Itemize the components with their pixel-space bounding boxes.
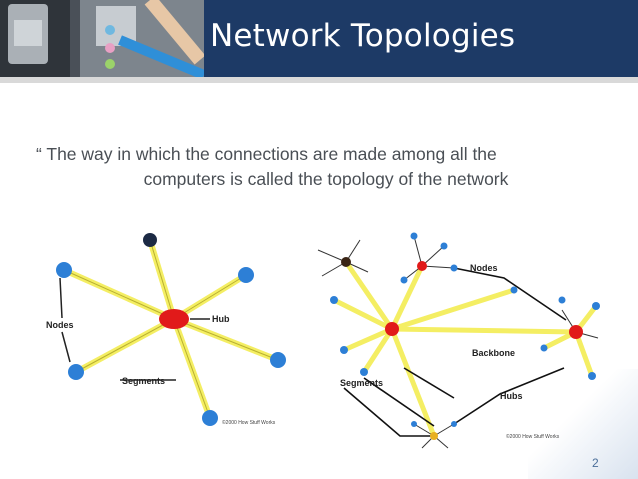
page-number: 2 xyxy=(592,456,599,470)
title-bar xyxy=(204,0,638,77)
segment-line xyxy=(343,259,395,332)
node xyxy=(340,346,348,354)
callout-lines xyxy=(59,277,210,381)
segment-line xyxy=(341,326,395,353)
node xyxy=(202,410,218,426)
quote-line-2: computers is called the topology of the … xyxy=(143,169,509,189)
hub xyxy=(430,432,438,440)
segment-line xyxy=(331,297,395,332)
node xyxy=(540,344,548,352)
backbone-line xyxy=(389,326,579,335)
segment-line xyxy=(573,329,595,379)
quote-line-1: “ The way in which the connections are m… xyxy=(36,144,497,164)
nodes-label: Nodes xyxy=(470,263,498,273)
header-divider xyxy=(0,77,638,83)
node xyxy=(68,364,84,380)
node xyxy=(510,286,518,294)
segments-label: Segments xyxy=(340,378,383,388)
mesh-nodes xyxy=(330,232,600,427)
network-cable-photo xyxy=(0,0,204,77)
hub xyxy=(341,257,351,267)
image-credit: ©2000 How Stuff Works xyxy=(222,419,276,426)
node xyxy=(238,267,254,283)
star-nodes xyxy=(56,233,286,426)
backbone-topology-diagram: Nodes Backbone Segments Hubs ©2000 How S… xyxy=(317,232,600,449)
node xyxy=(270,352,286,368)
node xyxy=(410,232,418,240)
hub-label: Hub xyxy=(212,314,230,324)
segment-line xyxy=(361,326,395,375)
node xyxy=(360,368,368,376)
mesh-hubs xyxy=(341,257,583,440)
cable-photo-art xyxy=(0,0,204,77)
hubs-label: Hubs xyxy=(500,391,523,401)
node xyxy=(450,264,458,272)
node xyxy=(143,233,157,247)
segment-line xyxy=(389,326,437,439)
hub xyxy=(417,261,427,271)
backbone-label: Backbone xyxy=(472,348,515,358)
hub xyxy=(569,325,583,339)
hub xyxy=(159,309,189,329)
topology-definition: “ The way in which the connections are m… xyxy=(36,142,616,192)
corner-decoration xyxy=(528,369,638,479)
segments-label: Segments xyxy=(122,376,165,386)
hub xyxy=(385,322,399,336)
node xyxy=(56,262,72,278)
segment-line xyxy=(389,287,517,332)
page-title: Network Topologies xyxy=(210,18,516,54)
node xyxy=(558,296,566,304)
node xyxy=(440,242,448,250)
node xyxy=(330,296,338,304)
star-topology-diagram: Nodes Hub Segments ©2000 How Stuff Works xyxy=(46,233,286,426)
star-segments xyxy=(61,237,281,421)
nodes-label: Nodes xyxy=(46,320,74,330)
node xyxy=(411,421,417,427)
node xyxy=(592,302,600,310)
node xyxy=(400,276,408,284)
node xyxy=(451,421,457,427)
segment-line xyxy=(389,263,425,332)
